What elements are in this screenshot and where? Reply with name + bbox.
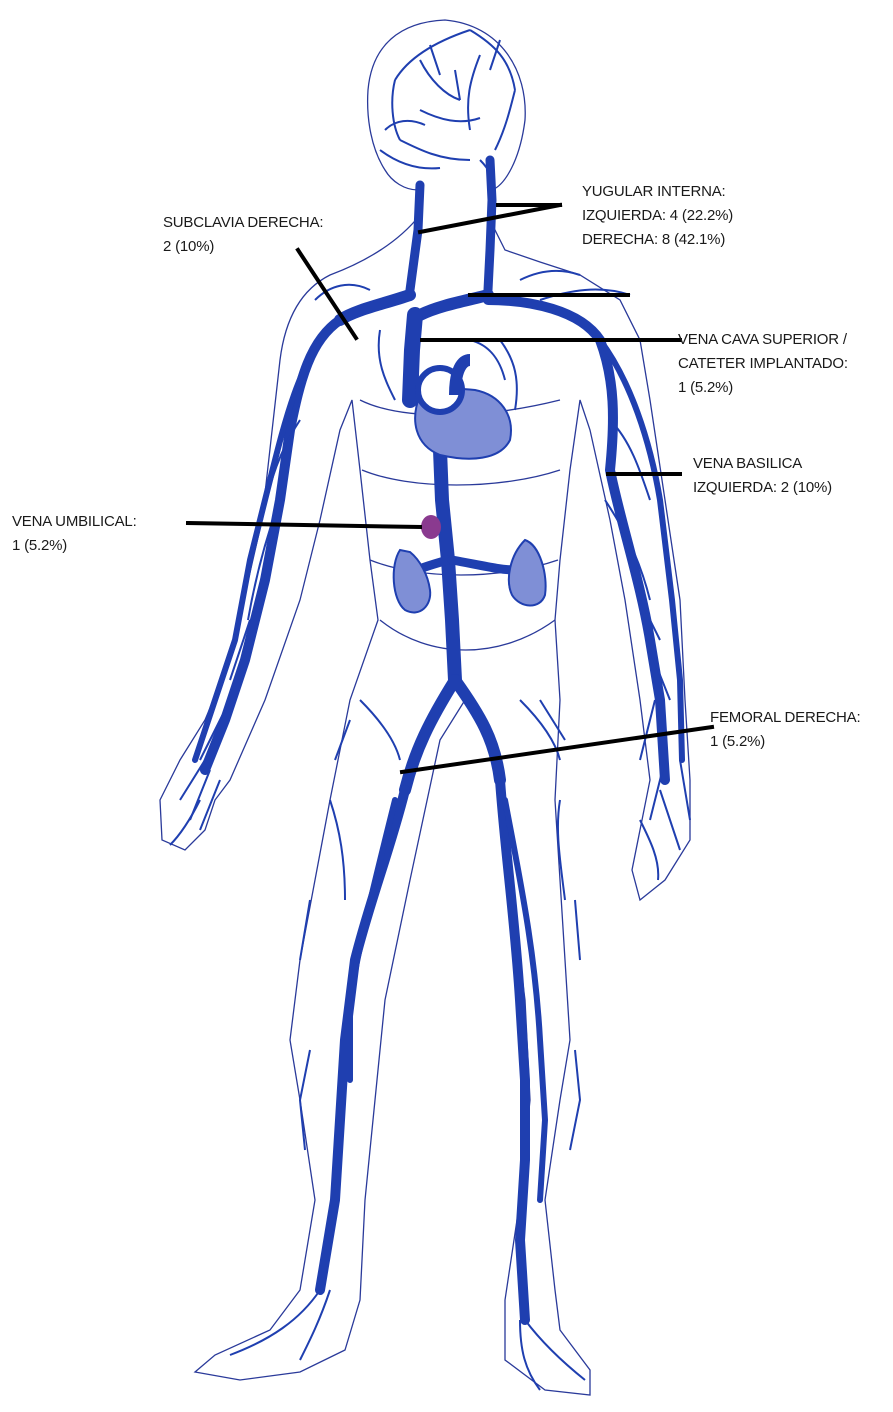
yugular-title: YUGULAR INTERNA: (582, 180, 733, 204)
cava-subtitle: CATETER IMPLANTADO: (678, 352, 848, 376)
cava-title: VENA CAVA SUPERIOR / (678, 328, 848, 352)
label-femoral-derecha: FEMORAL DERECHA: 1 (5.2%) (710, 706, 860, 754)
label-vena-basilica: VENA BASILICA IZQUIERDA: 2 (10%) (693, 452, 832, 500)
label-yugular-interna: YUGULAR INTERNA: IZQUIERDA: 4 (22.2%) DE… (582, 180, 733, 252)
umbilical-title: VENA UMBILICAL: (12, 510, 137, 534)
umbilical-marker (421, 515, 441, 539)
yugular-derecha: DERECHA: 8 (42.1%) (582, 228, 733, 252)
femoral-title: FEMORAL DERECHA: (710, 706, 860, 730)
subclavia-value: 2 (10%) (163, 235, 323, 259)
left-kidney (509, 540, 546, 606)
leader-umbilical (188, 523, 420, 527)
femoral-value: 1 (5.2%) (710, 730, 860, 754)
cava-value: 1 (5.2%) (678, 376, 848, 400)
subclavia-title: SUBCLAVIA DERECHA: (163, 211, 323, 235)
yugular-izquierda: IZQUIERDA: 4 (22.2%) (582, 204, 733, 228)
label-subclavia-derecha: SUBCLAVIA DERECHA: 2 (10%) (163, 211, 323, 259)
label-vena-cava: VENA CAVA SUPERIOR / CATETER IMPLANTADO:… (678, 328, 848, 400)
right-kidney (394, 550, 431, 612)
label-vena-umbilical: VENA UMBILICAL: 1 (5.2%) (12, 510, 137, 558)
basilica-title: VENA BASILICA (693, 452, 832, 476)
basilica-value: IZQUIERDA: 2 (10%) (693, 476, 832, 500)
umbilical-value: 1 (5.2%) (12, 534, 137, 558)
